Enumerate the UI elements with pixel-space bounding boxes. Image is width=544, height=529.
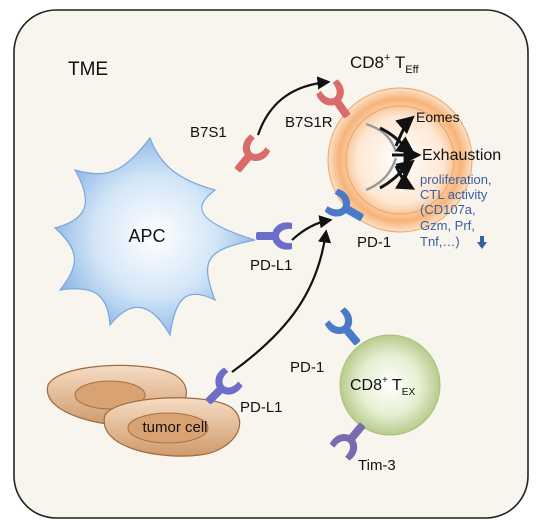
pd1-teff-label: PD-1 — [357, 234, 391, 251]
pd1-tex-label: PD-1 — [290, 359, 324, 376]
effects-list: proliferation, CTL activity (CD107a, Gzm… — [420, 172, 492, 249]
pdl1-apc-label: PD-L1 — [250, 257, 293, 274]
tex-cell — [339, 334, 441, 436]
pdl1-tumor-label: PD-L1 — [240, 399, 283, 416]
signaling-arrows — [365, 115, 422, 192]
tumor-label: tumor cell — [142, 419, 207, 436]
tme-label: TME — [68, 59, 108, 80]
effect-line-2: CTL activity — [420, 187, 488, 202]
down-arrow-icon — [477, 236, 487, 249]
exhaustion-label: Exhaustion — [422, 147, 501, 164]
arrow-pdl1-tumor-to-pd1 — [231, 229, 332, 373]
effect-line-5: Tnf,…) — [420, 234, 460, 249]
tim3-label: Tim-3 — [358, 457, 396, 474]
apc-label: APC — [128, 226, 165, 246]
apc-cell — [53, 136, 256, 337]
b7s1-label: B7S1 — [190, 124, 227, 141]
teff-title: CD8+ TEff — [350, 52, 419, 76]
tumor-cells — [46, 364, 241, 457]
eomes-label: Eomes — [416, 109, 460, 125]
effect-line-4: Gzm, Prf, — [420, 218, 475, 233]
effect-line-3: (CD107a, — [420, 202, 476, 217]
arrow-pdl1-apc-to-pd1 — [291, 215, 333, 241]
b7s1r-label: B7S1R — [285, 114, 333, 131]
effect-line-1: proliferation, — [420, 172, 492, 187]
tex-title: CD8+ TEX — [350, 375, 415, 398]
arrow-b7s1-to-b7s1r — [256, 76, 331, 136]
